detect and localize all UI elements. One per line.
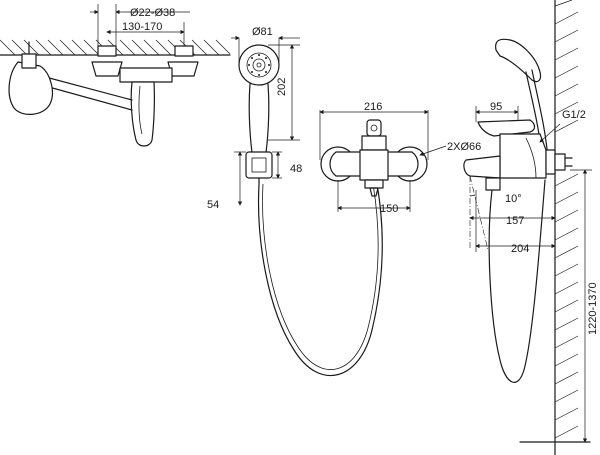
spout-side [463,155,501,179]
spout-top [130,81,155,147]
handshower-top [8,61,53,115]
spout-angle-label: 10° [505,193,522,205]
handshower-handle [248,83,270,161]
handshower-side-head [495,38,542,83]
shower-hose-side [488,179,546,383]
body-width-label: 216 [364,101,382,113]
pipe-diameter-label: Ø22-Ø38 [130,7,175,19]
connection-spacing-label: 150 [380,203,398,215]
hose-outlet [364,179,384,189]
top-view: Ø22-Ø38 130-170 [0,4,231,147]
mixer-body-side [499,133,547,179]
mount-height-label: 1220-1370 [587,282,599,335]
lever-handle [477,119,536,137]
total-reach-label: 204 [511,243,529,255]
handshower-head [238,44,280,86]
handshower-diameter-label: Ø81 [252,26,273,38]
knob-spec-label: 2XØ66 [447,141,481,153]
front-view: 216 2XØ66 150 [319,101,481,215]
holder-width-label: 48 [290,163,302,175]
handshower-holder [245,151,273,179]
thread-label: G1/2 [562,109,586,121]
side-view: 95 G1/2 10° 157 204 1220-137 [463,0,599,455]
handshower-view: Ø81 202 48 54 [207,26,383,377]
center-distance-label: 130-170 [122,21,162,33]
spout-reach-label: 157 [506,215,524,227]
spout-reach-top-label: 95 [490,101,502,113]
eccentric-connector-left [91,45,123,77]
wall-hatch-side [554,0,579,455]
holder-offset-label: 54 [207,199,219,211]
mixer-body-top [119,67,173,83]
handshower-length-label: 202 [276,78,288,96]
shower-hose [257,183,383,377]
